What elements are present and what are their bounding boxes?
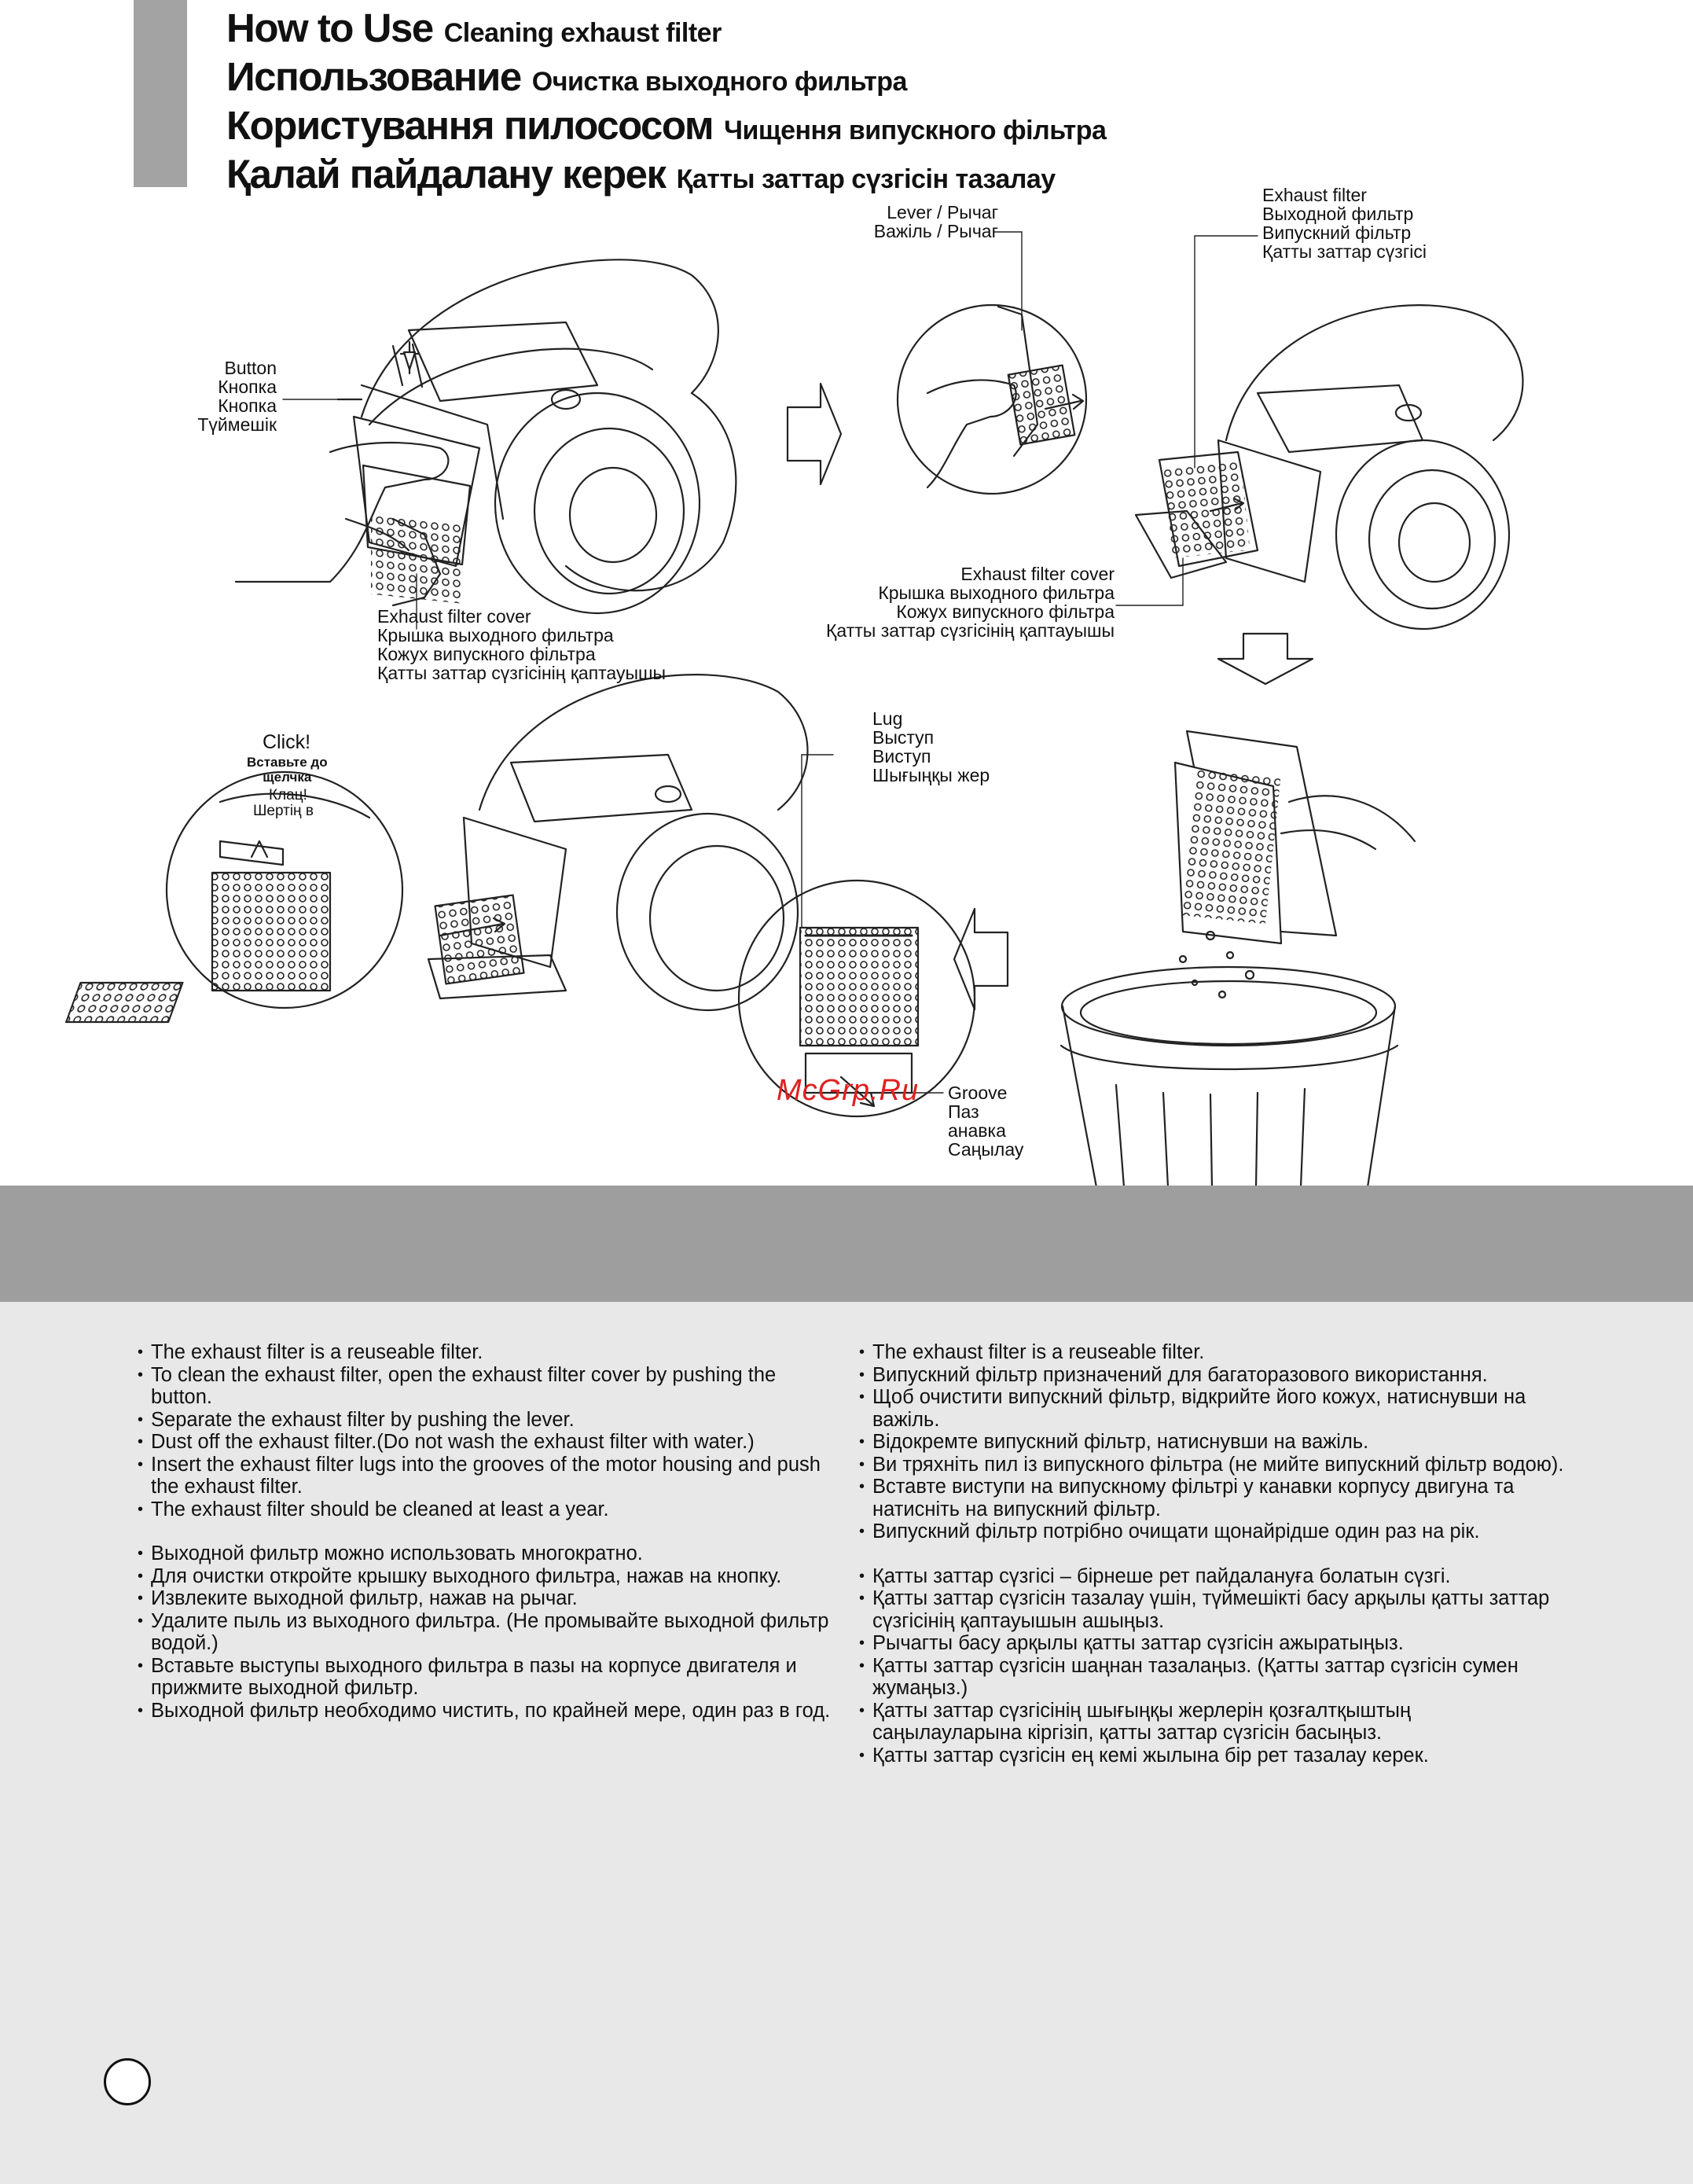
lever-detail-circle: [896, 231, 1088, 495]
list-item: Рычагты басу арқылы қатты заттар сүзгісі…: [857, 1632, 1564, 1655]
list-item: Insert the exhaust filter lugs into the …: [135, 1454, 843, 1498]
header-grey-bar: [134, 0, 187, 187]
list-item: Вставьте выступы выходного фильтра в паз…: [135, 1655, 843, 1700]
title-kk: Қалай пайдалану керек Қатты заттар сүзгіс…: [226, 151, 1106, 200]
list-item: Выходной фильтр можно использовать много…: [135, 1542, 843, 1565]
title-main: Користування пилососом: [226, 103, 714, 148]
label-lever: Lever / Рычаг Важіль / Рычаг: [873, 202, 998, 241]
lug-detail-circle: [737, 754, 976, 1118]
label-groove: Groove Паз анавка Саңылау: [948, 1083, 1024, 1160]
list-item: Выходной фильтр необходимо чистить, по к…: [135, 1700, 843, 1723]
arrow-right-icon: [786, 382, 843, 486]
list-item: Қатты заттар сүзгісін тазалау үшін, түйм…: [857, 1587, 1564, 1632]
list-item: Удалите пыль из выходного фильтра. (Не п…: [135, 1610, 843, 1655]
list-item: Відокремте випускний фільтр, натиснувши …: [857, 1431, 1564, 1454]
title-sub: Чищення випускного фільтра: [724, 116, 1107, 145]
title-sub: Очистка выходного фильтра: [531, 67, 908, 97]
list-item: Қатты заттар сүзгісін шаңнан тазалаңыз. …: [857, 1655, 1564, 1700]
vacuum-step1-drawing: [234, 259, 737, 630]
list-item: Извлеките выходной фильтр, нажав на рыча…: [135, 1587, 843, 1610]
label-click-uk: Клац!: [269, 787, 307, 803]
vacuum-step2-drawing: [1115, 235, 1524, 631]
dusting-filter-trashcan: [1060, 730, 1416, 1187]
page-number-circle: [104, 2058, 151, 2105]
page-titles: How to Use Cleaning exhaust filter Исполь…: [226, 5, 1107, 200]
watermark: McGrp.Ru: [777, 1074, 920, 1107]
label-click: Click!: [263, 731, 311, 753]
list-item: Қатты заттар сүзгісі – бірнеше рет пайда…: [857, 1565, 1564, 1588]
instructions-area: The exhaust filter is a reuseable filter…: [0, 1302, 1693, 2184]
section-band: [0, 1186, 1693, 1302]
list-item: Ви тряхніть пил із випускного фільтра (н…: [857, 1454, 1564, 1476]
label-click-kk: Шертің в: [253, 803, 314, 819]
list-item: The exhaust filter is a reuseable filter…: [135, 1341, 843, 1364]
title-ru: Использование Очистка выходного фильтра: [226, 53, 1106, 102]
title-uk: Користування пилососом Чищення випускного…: [226, 102, 1107, 151]
title-sub: Қатты заттар сүзгісін тазалау: [676, 164, 1056, 194]
vacuum-step4-drawing: [65, 674, 809, 1024]
list-item: Қатты заттар сүзгісін ең кемі жылына бір…: [857, 1745, 1564, 1767]
title-main: How to Use: [226, 6, 434, 50]
list-item: Dust off the exhaust filter.(Do not wash…: [135, 1431, 843, 1454]
list-item: Щоб очистити випускний фільтр, відкрийте…: [857, 1386, 1564, 1431]
list-item: Випускний фільтр потрібно очищати щонайр…: [857, 1520, 1564, 1543]
list-item: Қатты заттар сүзгісінің шығыңқы жерлерін…: [857, 1700, 1564, 1745]
illustration-area: [65, 231, 1524, 1187]
title-main: Қалай пайдалану керек: [226, 152, 667, 197]
list-item: Вставте виступи на випускному фільтрі у …: [857, 1476, 1564, 1520]
label-lug: Lug Выступ Виступ Шығыңқы жер: [872, 708, 990, 785]
list-item: Для очистки откройте крышку выходного фи…: [135, 1565, 843, 1588]
label-exhaust-filter: Exhaust filter Выходной фильтр Випускний…: [1262, 185, 1427, 262]
instructions-right-column: The exhaust filter is a reuseable filter…: [857, 1341, 1564, 1767]
list-item: To clean the exhaust filter, open the ex…: [135, 1364, 843, 1409]
title-main: Использование: [226, 54, 522, 99]
arrow-left-icon: [953, 907, 1009, 1011]
label-exhaust-filter-cover-2: Exhaust filter cover Крышка выходного фи…: [826, 564, 1115, 641]
title-en: How to Use Cleaning exhaust filter: [226, 5, 1106, 53]
list-item: Випускний фільтр призначений для багатор…: [857, 1364, 1564, 1387]
list-item: The exhaust filter should be cleaned at …: [135, 1498, 843, 1521]
title-sub: Cleaning exhaust filter: [443, 18, 722, 48]
list-item: Separate the exhaust filter by pushing t…: [135, 1409, 843, 1432]
arrow-down-icon: [1217, 632, 1314, 686]
label-button: Button Кнопка Кнопка Түймешік: [197, 358, 277, 435]
label-exhaust-filter-cover-1: Exhaust filter cover Крышка выходного фи…: [377, 606, 666, 683]
click-detail-circle: [165, 770, 404, 1009]
list-item: The exhaust filter is a reuseable filter…: [857, 1341, 1564, 1364]
label-click-ru: Вставьте до щелчка: [247, 755, 328, 785]
instructions-left-column: The exhaust filter is a reuseable filter…: [135, 1341, 843, 1722]
